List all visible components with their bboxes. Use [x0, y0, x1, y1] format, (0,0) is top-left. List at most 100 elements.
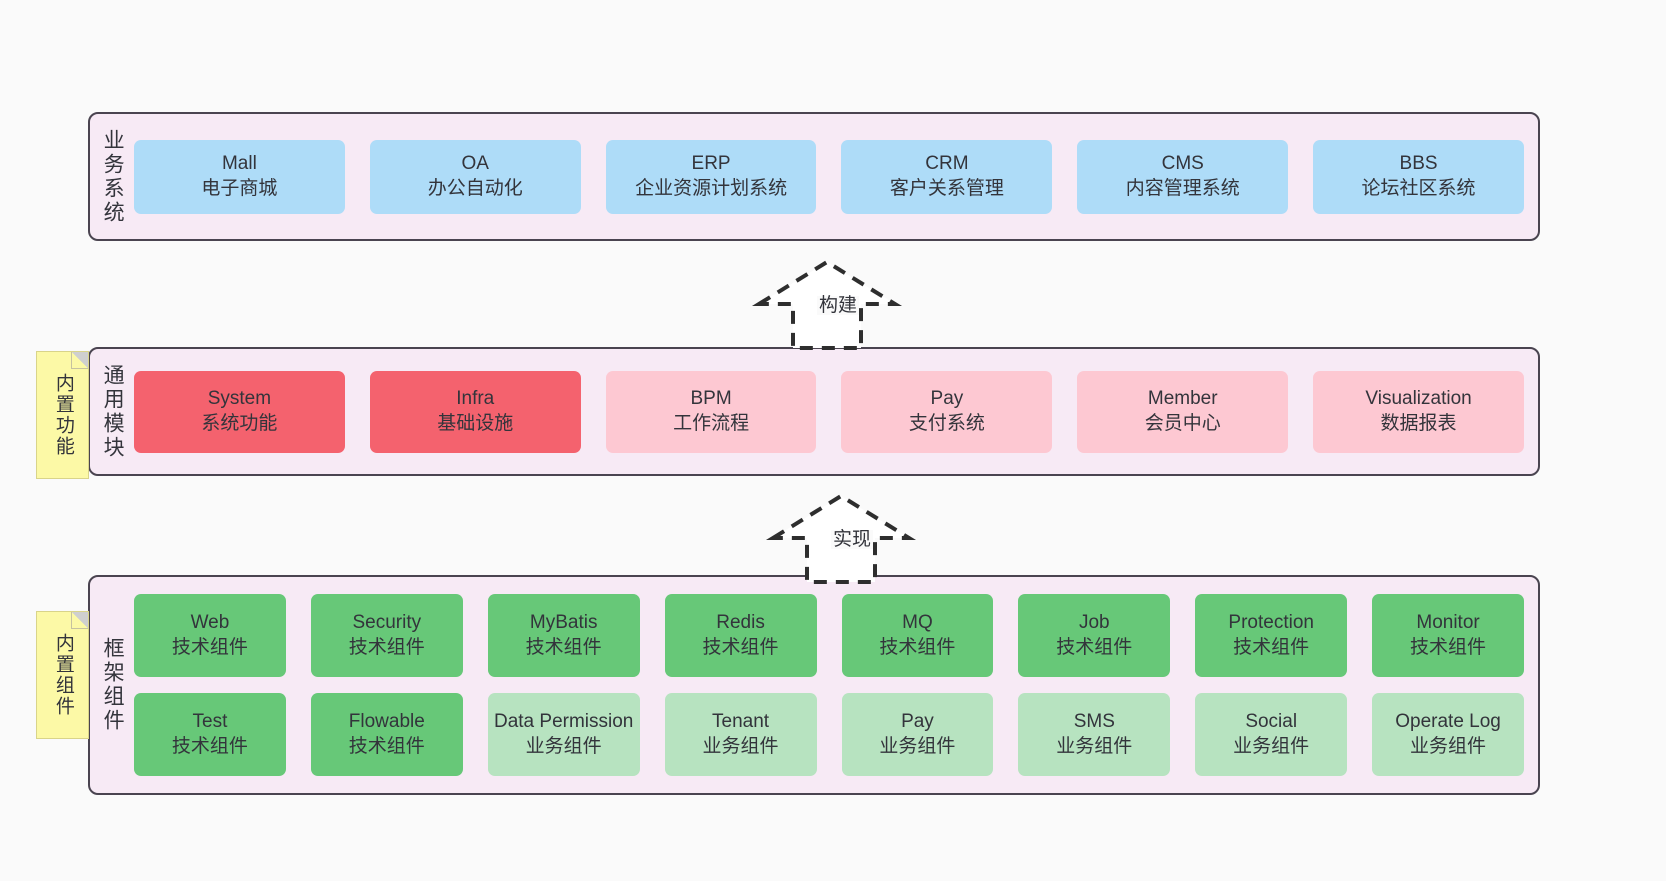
- card-title: Web: [190, 612, 230, 634]
- layer-common-module: 通用模块 System 系统功能 Infra 基础设施 BPM 工作流程 Pay…: [88, 347, 1540, 476]
- card-title: BPM: [690, 388, 732, 410]
- card-title: BBS: [1399, 153, 1438, 175]
- card-title: Protection: [1228, 612, 1314, 634]
- card-title: Infra: [456, 388, 495, 410]
- layer-body-framework-component: Web 技术组件 Security 技术组件 MyBatis 技术组件 Redi…: [134, 577, 1538, 793]
- card-title: Tenant: [712, 711, 770, 733]
- card-title: OA: [461, 153, 489, 175]
- card-redis[interactable]: Redis 技术组件: [664, 594, 817, 677]
- card-title: Redis: [716, 612, 765, 634]
- card-subtitle: 业务组件: [1410, 735, 1487, 757]
- card-title: Monitor: [1416, 612, 1480, 634]
- card-mall[interactable]: Mall 电子商城: [134, 139, 345, 214]
- card-test[interactable]: Test 技术组件: [134, 693, 286, 776]
- note-builtin-function: 内置功能: [36, 351, 89, 479]
- connector-label: 构建: [817, 295, 860, 316]
- connector-implement: 实现: [765, 492, 917, 584]
- card-member[interactable]: Member 会员中心: [1077, 370, 1289, 453]
- card-flowable[interactable]: Flowable 技术组件: [310, 693, 463, 776]
- card-title: Operate Log: [1395, 711, 1501, 733]
- card-title: Social: [1245, 711, 1298, 733]
- card-bpm[interactable]: BPM 工作流程: [605, 370, 817, 453]
- card-subtitle: 数据报表: [1380, 412, 1457, 434]
- card-subtitle: 论坛社区系统: [1361, 177, 1476, 199]
- card-subtitle: 工作流程: [673, 412, 750, 434]
- card-crm[interactable]: CRM 客户关系管理: [841, 139, 1053, 214]
- card-mybatis[interactable]: MyBatis 技术组件: [487, 594, 640, 677]
- card-oa[interactable]: OA 办公自动化: [369, 139, 581, 214]
- card-row: Test 技术组件 Flowable 技术组件 Data Permission …: [134, 693, 1524, 776]
- card-title: Pay: [901, 711, 934, 733]
- card-subtitle: 业务组件: [1056, 735, 1133, 757]
- card-monitor[interactable]: Monitor 技术组件: [1372, 594, 1524, 677]
- layer-title-business-system: 业务系统: [101, 128, 125, 225]
- card-subtitle: 技术组件: [1233, 636, 1310, 658]
- card-sms[interactable]: SMS 业务组件: [1018, 693, 1171, 776]
- card-title: ERP: [691, 153, 731, 175]
- card-subtitle: 技术组件: [348, 735, 425, 757]
- card-row: Web 技术组件 Security 技术组件 MyBatis 技术组件 Redi…: [134, 594, 1524, 677]
- card-title: Visualization: [1365, 388, 1472, 410]
- card-pay-module[interactable]: Pay 支付系统: [841, 370, 1053, 453]
- card-title: CMS: [1161, 153, 1204, 175]
- layer-framework-component: 框架组件 Web 技术组件 Security 技术组件 MyBatis 技术组件…: [88, 575, 1540, 795]
- card-job[interactable]: Job 技术组件: [1018, 594, 1171, 677]
- card-subtitle: 企业资源计划系统: [635, 177, 788, 199]
- card-subtitle: 技术组件: [879, 636, 956, 658]
- card-subtitle: 办公自动化: [427, 177, 523, 199]
- card-subtitle: 技术组件: [171, 636, 248, 658]
- card-subtitle: 技术组件: [702, 636, 779, 658]
- card-cms[interactable]: CMS 内容管理系统: [1077, 139, 1289, 214]
- card-title: Security: [352, 612, 422, 634]
- note-label: 内置组件: [52, 633, 74, 717]
- card-visualization[interactable]: Visualization 数据报表: [1313, 370, 1524, 453]
- card-operate-log[interactable]: Operate Log 业务组件: [1372, 693, 1524, 776]
- card-title: Flowable: [348, 711, 425, 733]
- layer-title-framework-component: 框架组件: [101, 637, 125, 733]
- card-subtitle: 技术组件: [525, 636, 602, 658]
- note-builtin-component: 内置组件: [36, 611, 89, 739]
- card-subtitle: 基础设施: [437, 412, 514, 434]
- card-title: Pay: [930, 388, 964, 410]
- note-label: 内置功能: [52, 373, 74, 457]
- card-data-permission[interactable]: Data Permission 业务组件: [487, 693, 640, 776]
- card-title: Member: [1147, 388, 1218, 410]
- card-web[interactable]: Web 技术组件: [134, 594, 286, 677]
- layer-body-common-module: System 系统功能 Infra 基础设施 BPM 工作流程 Pay 支付系统…: [134, 349, 1538, 474]
- card-system[interactable]: System 系统功能: [134, 370, 345, 453]
- card-social[interactable]: Social 业务组件: [1195, 693, 1348, 776]
- card-subtitle: 技术组件: [1056, 636, 1133, 658]
- card-row: System 系统功能 Infra 基础设施 BPM 工作流程 Pay 支付系统…: [134, 370, 1524, 453]
- card-infra[interactable]: Infra 基础设施: [369, 370, 581, 453]
- card-subtitle: 技术组件: [1410, 636, 1487, 658]
- card-tenant[interactable]: Tenant 业务组件: [664, 693, 817, 776]
- card-title: System: [207, 388, 272, 410]
- card-erp[interactable]: ERP 企业资源计划系统: [605, 139, 817, 214]
- card-subtitle: 系统功能: [201, 412, 278, 434]
- card-mq[interactable]: MQ 技术组件: [841, 594, 994, 677]
- card-subtitle: 业务组件: [1233, 735, 1310, 757]
- card-security[interactable]: Security 技术组件: [310, 594, 463, 677]
- card-bbs[interactable]: BBS 论坛社区系统: [1313, 139, 1524, 214]
- card-subtitle: 业务组件: [879, 735, 956, 757]
- card-subtitle: 业务组件: [702, 735, 779, 757]
- card-subtitle: 客户关系管理: [889, 177, 1004, 199]
- card-subtitle: 电子商城: [201, 177, 278, 199]
- card-title: SMS: [1073, 711, 1115, 733]
- card-subtitle: 会员中心: [1144, 412, 1221, 434]
- card-subtitle: 业务组件: [525, 735, 602, 757]
- layer-title-common-module: 通用模块: [101, 363, 125, 460]
- card-subtitle: 技术组件: [171, 735, 248, 757]
- layer-body-business-system: Mall 电子商城 OA 办公自动化 ERP 企业资源计划系统 CRM 客户关系…: [134, 114, 1538, 239]
- layer-business-system: 业务系统 Mall 电子商城 OA 办公自动化 ERP 企业资源计划系统 CRM…: [88, 112, 1540, 241]
- card-title: Data Permission: [493, 711, 634, 733]
- card-subtitle: 内容管理系统: [1125, 177, 1240, 199]
- card-pay-component[interactable]: Pay 业务组件: [841, 693, 994, 776]
- connector-label: 实现: [831, 529, 874, 550]
- card-subtitle: 技术组件: [348, 636, 425, 658]
- card-title: CRM: [925, 153, 969, 175]
- card-title: Job: [1078, 612, 1110, 634]
- card-protection[interactable]: Protection 技术组件: [1195, 594, 1348, 677]
- card-subtitle: 支付系统: [908, 412, 985, 434]
- card-row: Mall 电子商城 OA 办公自动化 ERP 企业资源计划系统 CRM 客户关系…: [134, 139, 1524, 214]
